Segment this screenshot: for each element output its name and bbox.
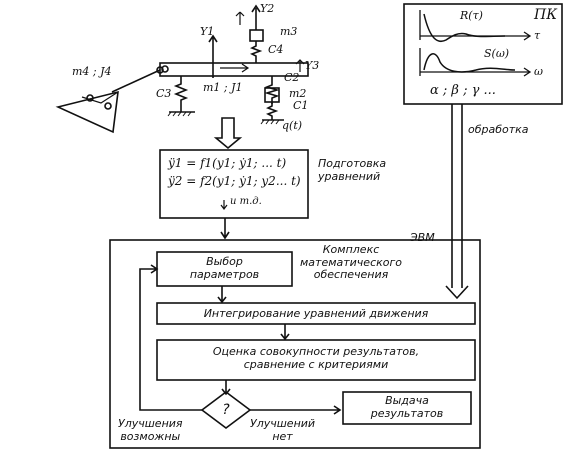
label-tau: τ [534,29,541,42]
equations-box [159,149,309,219]
spring-c4 [250,41,263,63]
spring-c1 [266,102,279,120]
joint-a [86,94,94,102]
label-c2: C2 [284,71,300,84]
label-y3: Y3 [305,59,320,72]
label-computer: ЭВМ [410,231,435,244]
decision-diamond [200,391,252,429]
output-box [342,391,472,425]
label-prep: Подготовка уравнений [318,157,387,183]
label-r-tau: R(τ) [460,9,483,22]
pk-box [403,3,563,105]
label-y1: Y1 [200,25,215,38]
mass-m3 [249,29,264,42]
equation-1: ÿ1 = f1(y1; ẏ1; ... t) [168,156,287,170]
evaluate-label: Оценка совокупности результатов, сравнен… [212,345,420,371]
arrow-y1 [208,34,218,78]
output-label: Выдача результатов [370,394,444,420]
label-s-omega: S(ω) [484,47,510,60]
label-c3: C3 [156,87,172,100]
label-m2: m2 [289,87,307,100]
equation-etc: и т.д. [230,196,262,207]
label-pk: ПК [534,7,558,23]
arrow-to-computer [220,218,230,240]
spring-c3 [173,76,189,112]
spring-c2 [264,76,280,104]
loop-back-line [139,264,202,411]
evaluate-box [156,339,476,381]
label-force: q(t) [282,119,303,132]
improve-none-label: Улучшений нет [250,417,316,443]
label-m4-j4: m4 ; J4 [72,65,112,78]
improve-possible-label: Улучшения возможны [118,417,183,443]
label-processing: обработка [468,123,529,136]
equation-2: ÿ2 = f2(y1; ẏ1; y2... t) [168,174,301,188]
label-params: α ; β ; γ ... [430,83,496,98]
integrate-box [156,302,476,325]
label-m1-j1: m1 ; J1 [203,81,243,94]
integrate-label: Интегрирование уравнений движения [203,307,429,320]
label-complex: Комплекс математического обеспечения [300,243,403,282]
label-m3: m3 [280,25,298,38]
label-omega: ω [534,65,543,78]
processing-channel [451,104,463,288]
computer-box [109,239,481,449]
label-y2: Y2 [260,2,275,15]
choose-params-label: Выбор параметров [189,255,260,281]
link-arm [111,69,161,93]
label-c4: C4 [268,43,284,56]
beam-m1 [159,62,309,77]
label-c1: C1 [293,99,309,112]
decision-mark: ? [222,402,230,418]
hollow-arrow-down [213,117,243,150]
joint-b [104,102,112,110]
